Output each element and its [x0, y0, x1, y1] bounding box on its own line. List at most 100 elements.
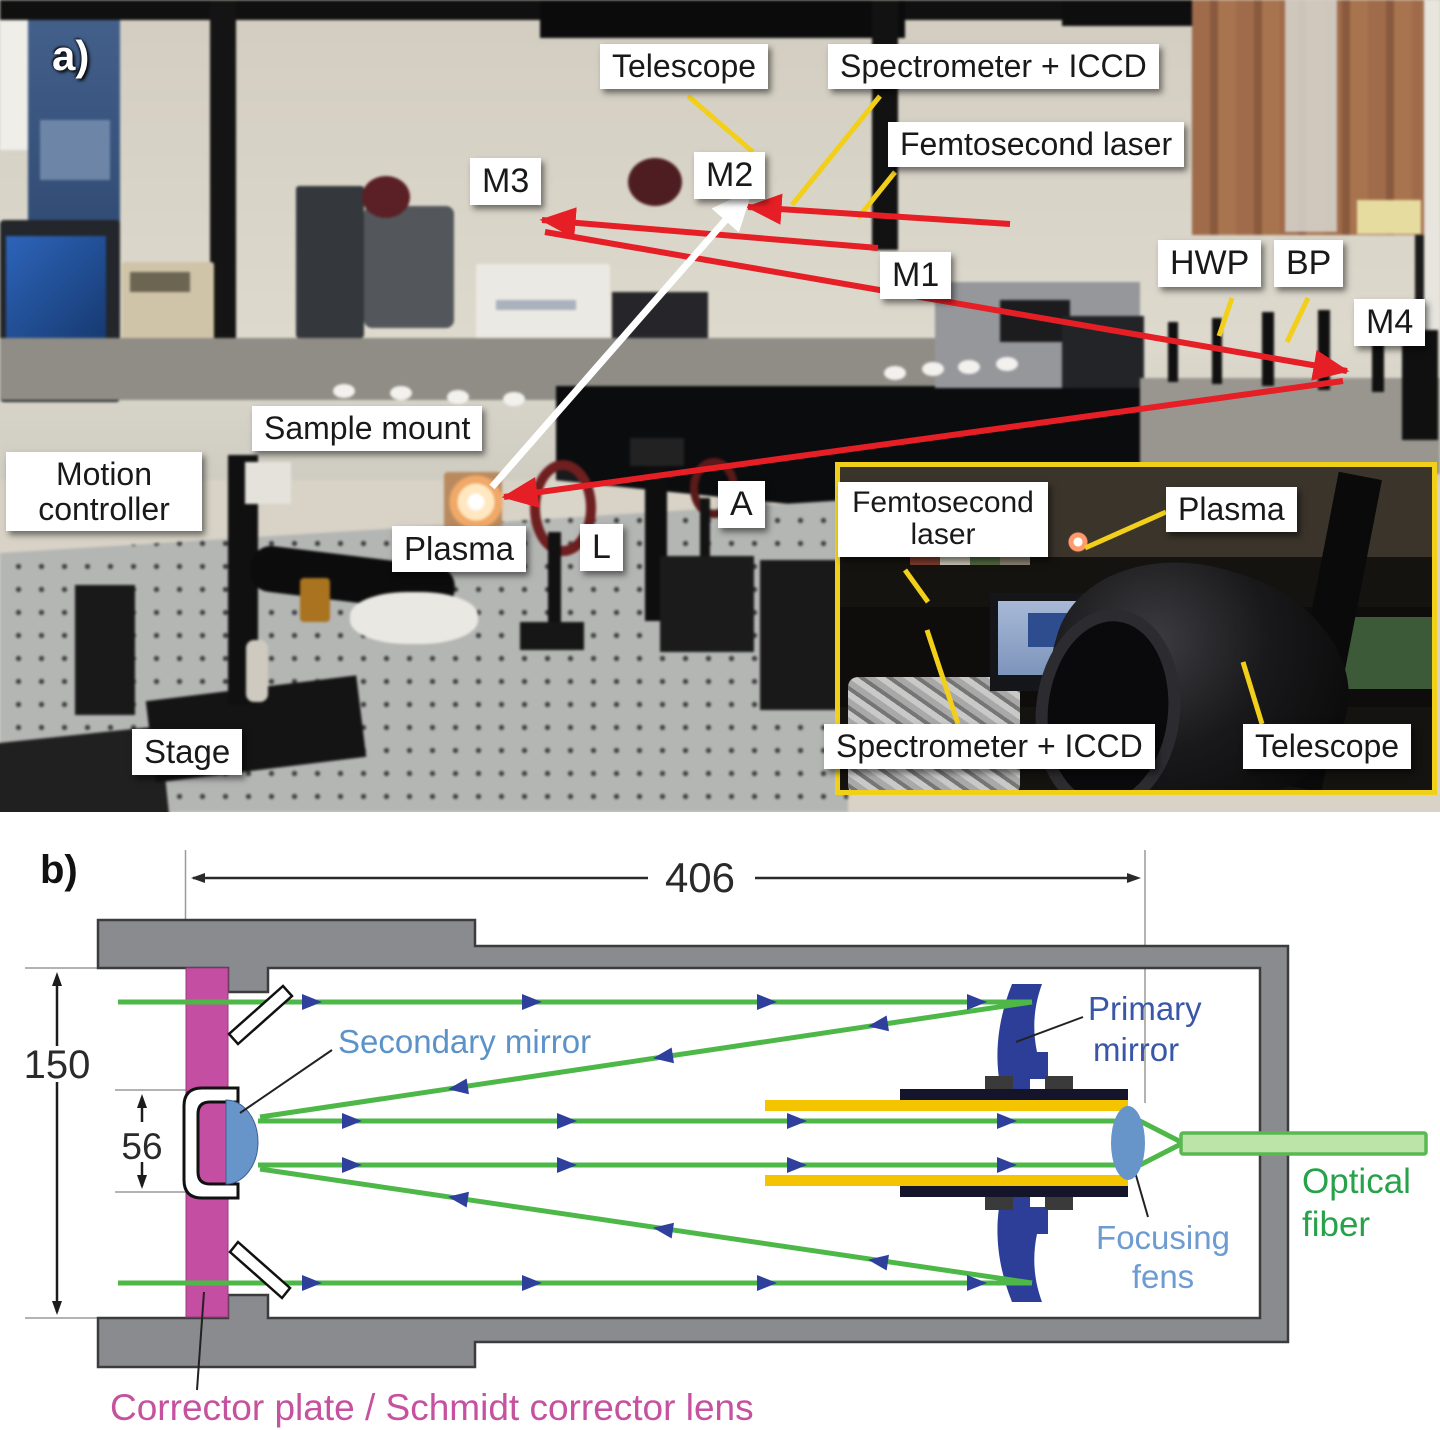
baffle-clamp [985, 1197, 1013, 1210]
baffle-yellow-bottom [765, 1175, 1128, 1186]
tape-roll [958, 360, 980, 374]
bottle [300, 578, 330, 622]
baffle-wall-bottom [900, 1186, 1128, 1197]
label-primary-line1: Primary [1088, 990, 1202, 1027]
sample-mount-clamp [630, 438, 684, 466]
right-wall [1424, 0, 1440, 330]
label-inset-plasma: Plasma [1166, 487, 1297, 532]
dim-406-value: 406 [665, 854, 735, 901]
label-lens: L [580, 524, 623, 571]
beam-laser-to-m2 [745, 193, 1011, 227]
label-secondary-mirror: Secondary mirror [338, 1023, 591, 1060]
label-motion-controller: Motion controller [6, 452, 202, 532]
label-sample-mount: Sample mount [252, 406, 483, 451]
leader-inset-telescope [1240, 661, 1265, 725]
label-m1: M1 [880, 252, 952, 299]
mount-stack [660, 556, 754, 652]
label-focusing-line1: Focusing [1096, 1219, 1230, 1256]
leader-inset-plasma [1083, 509, 1168, 551]
label-inset-telescope: Telescope [1243, 724, 1412, 769]
label-fiber-line1: Optical [1302, 1162, 1411, 1201]
photo-annotations [489, 94, 1350, 725]
label-m4: M4 [1354, 299, 1426, 346]
label-m3: M3 [470, 158, 542, 205]
chair [362, 176, 410, 218]
emission-plasma-to-telescope [489, 188, 754, 490]
lens-post [548, 532, 561, 628]
leader-inset-spectrometer [924, 629, 961, 725]
leader-telescope [686, 94, 755, 154]
baffle-clamp [1045, 1076, 1073, 1089]
mirror-mount-m4 [1402, 330, 1438, 440]
dim-56-arrow-up [137, 1094, 147, 1108]
tape-roll [390, 386, 412, 400]
small-box [245, 462, 291, 504]
leader-bp [1284, 296, 1311, 344]
baffle-clamp [1045, 1197, 1073, 1210]
label-hwp: HWP [1158, 240, 1262, 287]
tape-roll [922, 362, 944, 376]
label-bp: BP [1274, 240, 1344, 287]
tray [1357, 200, 1421, 234]
secondary-mirror-glass [225, 1099, 259, 1185]
label-fiber-line2: fiber [1302, 1205, 1370, 1244]
dim-150-arrow-up [52, 972, 62, 986]
leader-secondary-mirror [239, 1049, 333, 1114]
label-inset-femtosecond-laser: Femtosecond laser [838, 482, 1048, 557]
inset-equipment [1345, 617, 1432, 689]
monitor-back [364, 206, 454, 328]
label-femtosecond-laser: Femtosecond laser [888, 122, 1185, 167]
dim-56-arrow-down [137, 1175, 147, 1189]
tape-roll [884, 366, 906, 380]
beam-m3-to-m4 [544, 229, 1350, 381]
dim-406-arrow-right [1127, 873, 1141, 883]
lens-holder [530, 460, 596, 556]
leader-hwp [1216, 297, 1235, 337]
pc-tower [296, 186, 364, 338]
window-light [1285, 0, 1337, 232]
ray-converge-top [1138, 1118, 1183, 1145]
primary-mirror-lower [997, 1193, 1048, 1302]
ray-primary-to-secondary-bottom [259, 1166, 1033, 1286]
label-telescope: Telescope [600, 44, 769, 89]
tape-roll [333, 384, 355, 398]
beam-m4-to-plasma [501, 378, 1344, 508]
spider-vane-upper [227, 984, 294, 1046]
frame-post [210, 0, 236, 338]
leader-corrector-plate [196, 1291, 205, 1391]
tape-roll [996, 357, 1018, 371]
label-primary-line2: mirror [1093, 1031, 1179, 1068]
label-spectrometer-iccd: Spectrometer + ICCD [828, 44, 1159, 89]
label-m2: M2 [694, 152, 766, 199]
ceiling-beam [540, 0, 905, 38]
label-plasma: Plasma [392, 526, 527, 572]
optical-fiber [1179, 1131, 1428, 1156]
spider-vane-lower [228, 1240, 292, 1300]
panel-b-tag: b) [40, 848, 78, 892]
mount [75, 585, 135, 715]
label-corrector-plate: Corrector plate / Schmidt corrector lens [110, 1387, 754, 1428]
optical-post [1168, 322, 1178, 382]
label-aperture: A [718, 481, 765, 528]
stage-knob [246, 640, 268, 702]
leader-inset-fs-laser [902, 568, 931, 604]
baffle-yellow-top [765, 1100, 1128, 1111]
panel-b-diagram: 406 150 56 [0, 812, 1440, 1430]
leader-primary-mirror [1015, 1016, 1084, 1043]
optical-post [1262, 312, 1274, 386]
label-stage: Stage [132, 729, 243, 775]
leader-spectrometer [790, 94, 882, 207]
label-inset-spectrometer-iccd: Spectrometer + ICCD [824, 724, 1155, 769]
secondary-mirror-assembly [182, 984, 294, 1300]
chair [628, 158, 682, 206]
secondary-holder [182, 1086, 240, 1200]
dim-150-arrow-down [52, 1301, 62, 1315]
baffle-clamp [985, 1076, 1013, 1089]
lens-base [520, 622, 584, 650]
label-focusing-line2: fens [1132, 1258, 1194, 1295]
bench-right [1140, 378, 1440, 474]
baffle-wall-top [900, 1089, 1128, 1100]
mount [760, 560, 848, 710]
tissue [350, 592, 478, 644]
